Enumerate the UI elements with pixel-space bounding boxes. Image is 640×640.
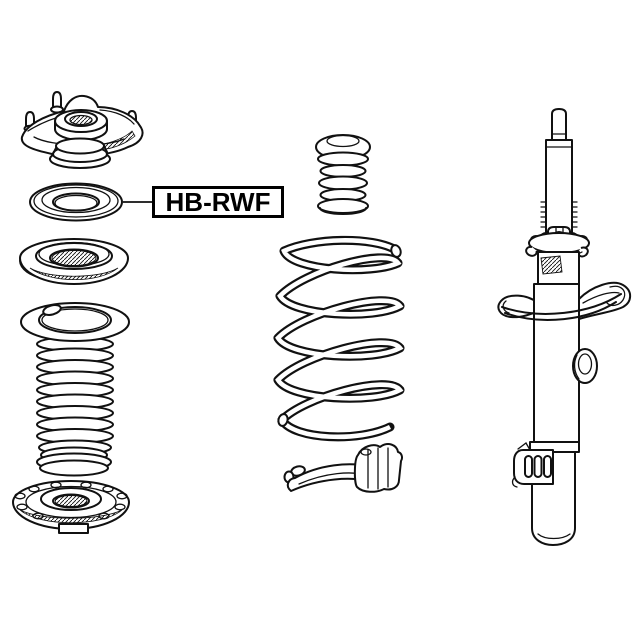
part-code-label: HB-RWF <box>165 187 271 217</box>
strut-mount-illustration <box>20 91 144 169</box>
shock-absorber-strut-illustration <box>497 108 632 546</box>
bump-stop-illustration <box>315 134 371 215</box>
upper-spring-seat-illustration <box>19 238 129 285</box>
strut-mount-bearing-illustration <box>29 182 123 222</box>
spring-clamp-illustration <box>283 443 403 493</box>
dust-boot-illustration <box>20 302 130 477</box>
lower-spring-seat-illustration <box>12 480 130 534</box>
part-code-callout: HB-RWF <box>152 186 284 218</box>
coil-spring-illustration <box>273 235 405 442</box>
